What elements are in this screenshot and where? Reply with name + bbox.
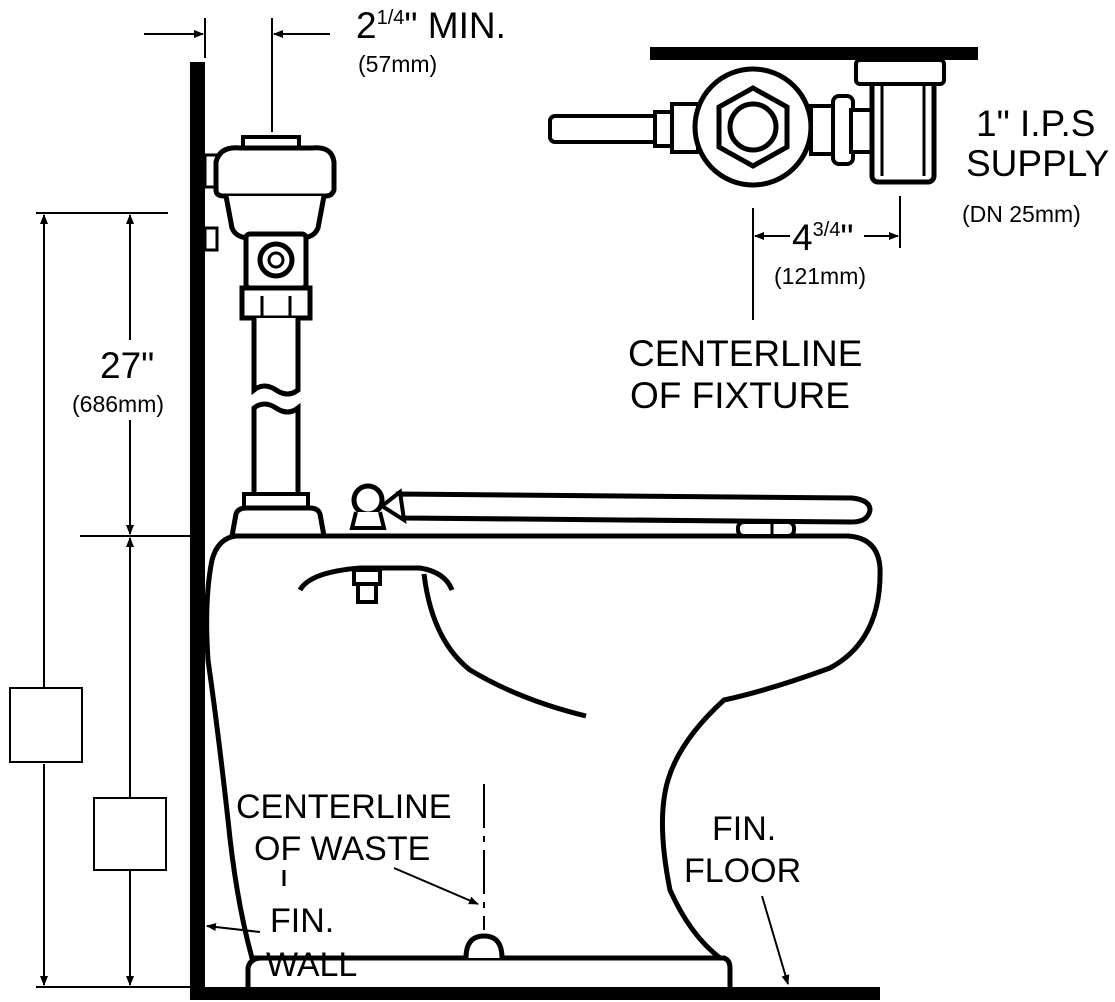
supply-label: SUPPLY (966, 143, 1109, 184)
seat-hinge (351, 483, 385, 517)
blank-dimension-box-left (9, 687, 83, 763)
centerline-waste-line2: OF WASTE (254, 830, 430, 868)
supply-size-label: 1" I.P.S (976, 103, 1095, 144)
toilet-seat (349, 483, 873, 538)
offset-label: 43/4" (792, 217, 854, 258)
height-dimension (9, 212, 190, 988)
fin-wall-line2: WALL (266, 946, 357, 984)
waste-centerline (393, 784, 485, 930)
centerline-waste-line1: CENTERLINE (236, 788, 451, 826)
fin-floor-leader (761, 895, 790, 985)
toilet-bowl (204, 533, 883, 987)
height-mm: (686mm) (72, 391, 164, 417)
min-clearance-label: 21/4" MIN. (356, 5, 506, 46)
fin-floor-line2: FLOOR (684, 852, 801, 890)
offset-mm: (121mm) (774, 263, 866, 289)
finished-floor (190, 987, 880, 1000)
height-label: 27" (100, 345, 154, 386)
min-clearance-mm: (57mm) (358, 51, 437, 77)
centerline-fixture-line1: CENTERLINE (628, 333, 862, 374)
offset-dimension (752, 196, 901, 320)
fin-wall-leader (206, 923, 261, 933)
fin-floor-line1: FIN. (712, 810, 776, 848)
supply-mm: (DN 25mm) (962, 201, 1081, 227)
fin-wall-line1: FIN. (270, 902, 334, 940)
clearance-dimension (144, 18, 330, 132)
centerline-fixture-line2: OF FIXTURE (630, 375, 850, 416)
flush-valve-top-view (548, 58, 946, 188)
top-view-handle (548, 114, 660, 144)
finished-wall (190, 62, 205, 1000)
blank-dimension-box-right (93, 797, 167, 871)
supply-wall-plate (650, 47, 978, 60)
flush-valve-side-view (203, 135, 337, 539)
